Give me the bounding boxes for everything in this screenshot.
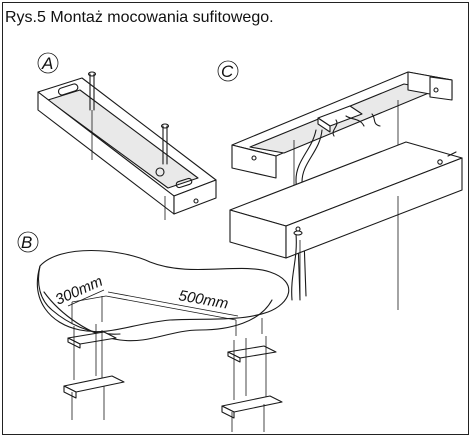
wires-below-c	[291, 196, 399, 310]
detail-c: C	[217, 60, 463, 310]
bracket-b-left-upper	[67, 324, 117, 382]
label-b: B	[17, 231, 39, 253]
ceiling-slab-b	[36, 249, 290, 342]
label-c-text: C	[221, 62, 234, 81]
screw-a-2	[160, 123, 170, 220]
label-a-text: A	[41, 54, 53, 73]
label-b-text: B	[21, 233, 32, 252]
bracket-b-right-upper	[227, 336, 277, 404]
label-a: A	[37, 52, 59, 74]
bracket-b-right-lower	[221, 395, 283, 432]
figure-frame	[2, 2, 469, 435]
screw-a-1	[87, 71, 97, 160]
bracket-a	[37, 77, 217, 215]
detail-b: B 300mm 500mm	[17, 231, 290, 432]
fixture-c	[229, 141, 463, 259]
label-c: C	[217, 60, 239, 82]
figure-title: Rys.5 Montaż mocowania sufitowego.	[5, 9, 274, 26]
ceiling-bracket-c	[231, 71, 453, 179]
detail-a: A	[37, 52, 217, 220]
drill-marks-b	[71, 295, 263, 336]
bracket-b-left-lower	[63, 375, 125, 420]
